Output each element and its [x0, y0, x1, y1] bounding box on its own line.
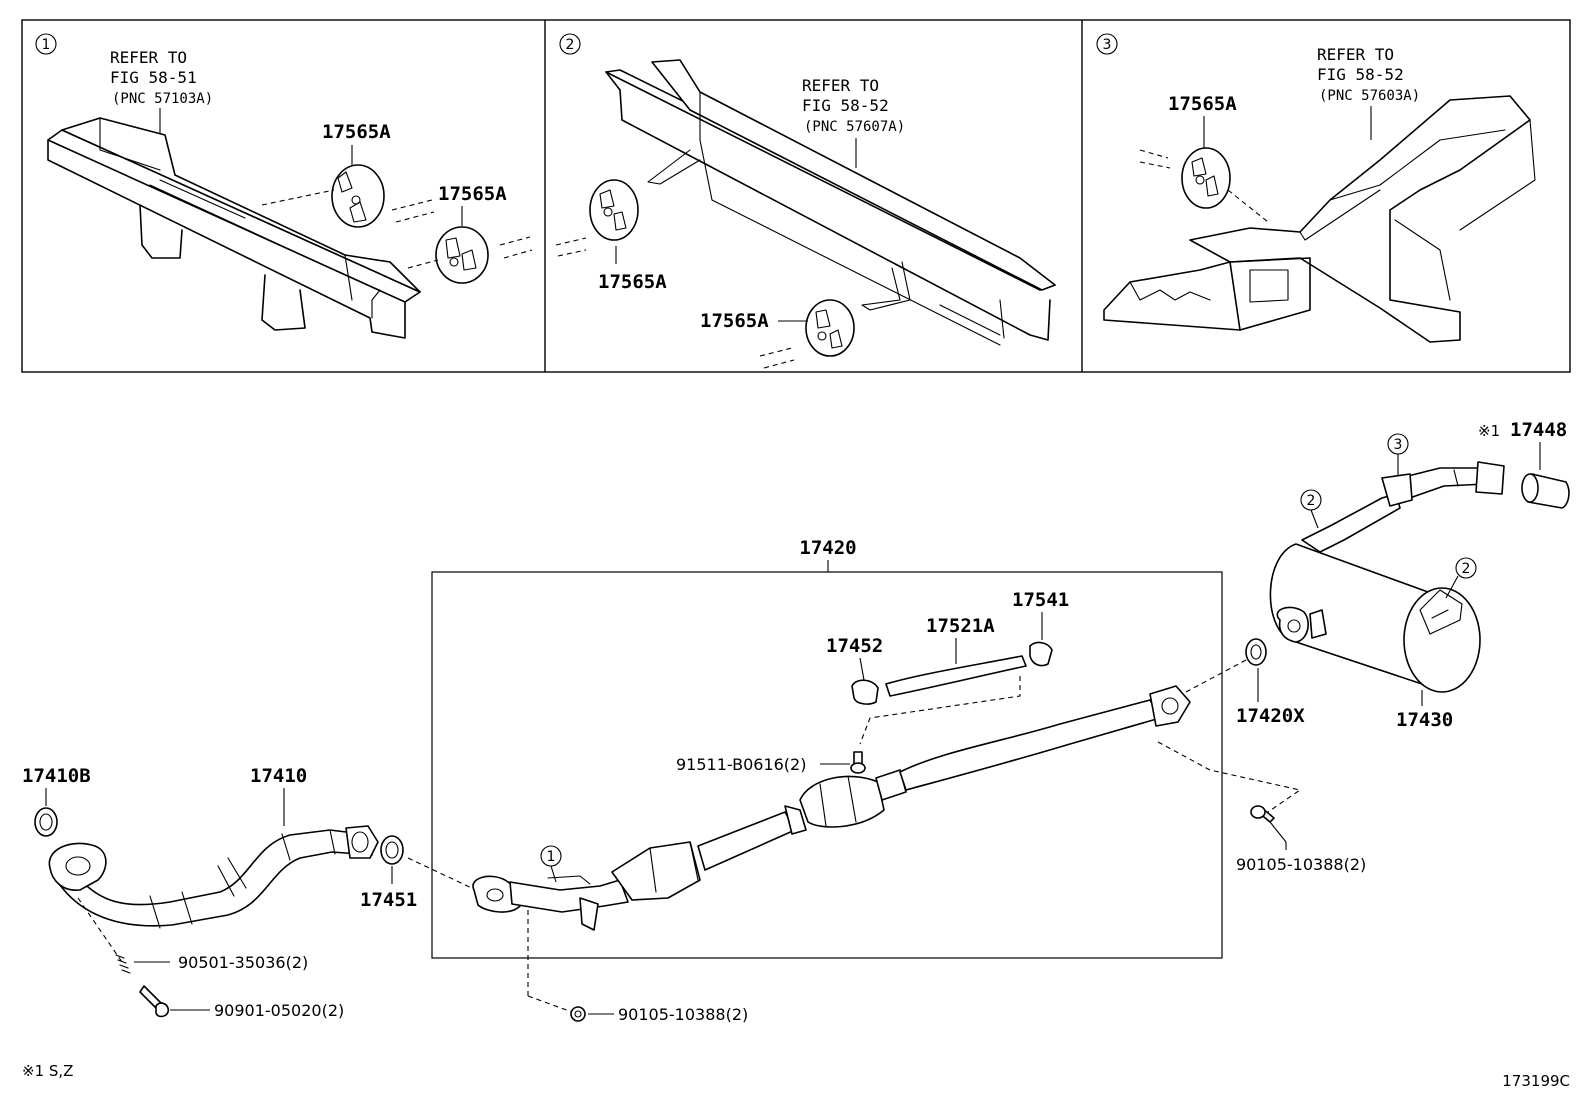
label-17410b: 17410B	[22, 765, 91, 787]
callout-2b: 2	[1462, 561, 1471, 577]
center-pipe-catalyst	[472, 685, 1191, 931]
panel-1-mount-a	[331, 164, 385, 228]
label-17448: 17448	[1510, 419, 1567, 441]
panel-1-frame-rail	[47, 117, 421, 339]
panels-frame	[21, 19, 1571, 373]
label-90105-right: 90105-10388(2)	[1236, 855, 1366, 874]
label-17541: 17541	[1012, 589, 1069, 611]
assembly-17420: 17420	[431, 537, 1223, 959]
bolt-90105-lower	[570, 1006, 586, 1022]
gasket-17420x	[1245, 638, 1267, 666]
panel-3-crossmember	[1103, 95, 1536, 343]
callout-1: 1	[547, 849, 556, 865]
callout-3: 3	[1394, 437, 1403, 453]
panel-1-number-circle	[35, 33, 57, 55]
panel-2-number: 2	[566, 37, 575, 53]
label-91511: 91511-B0616(2)	[676, 755, 806, 774]
diagram-code: 173199C	[1502, 1072, 1570, 1090]
label-17420x: 17420X	[1236, 705, 1305, 727]
panel-2-label-b: 17565A	[700, 310, 769, 332]
mark-17448: ※1	[1478, 422, 1500, 440]
clamp-17541	[1029, 641, 1053, 667]
panel-1-label-b: 17565A	[438, 183, 507, 205]
panel-2-fig: FIG 58-52	[802, 96, 889, 115]
heat-insulator-17521a	[885, 655, 1027, 697]
label-90501: 90501-35036(2)	[178, 953, 308, 972]
label-17521a: 17521A	[926, 615, 995, 637]
footnote: ※1 S,Z	[22, 1062, 73, 1080]
label-90901: 90901-05020(2)	[214, 1001, 344, 1020]
panel-1-label-a: 17565A	[322, 121, 391, 143]
panel-1-mount-b	[435, 226, 489, 284]
label-90105-lower: 90105-10388(2)	[618, 1005, 748, 1024]
panel-3-refer-to: REFER TO	[1317, 45, 1394, 64]
label-17451: 17451	[360, 889, 417, 911]
panel-3-label-a: 17565A	[1168, 93, 1237, 115]
gasket-17410b	[34, 807, 58, 837]
front-pipe-17410	[48, 825, 379, 929]
muffler-17430	[1269, 461, 1505, 693]
tail-tip-17448	[1521, 473, 1570, 509]
spring-90501	[115, 954, 131, 974]
clamp-17452	[851, 679, 879, 705]
panel-1-fig: FIG 58-51	[110, 68, 197, 87]
panel-2: 2 REFER TO FIG 58-52 (PNC 57607A) 17565A	[555, 33, 1056, 369]
label-17410: 17410	[250, 765, 307, 787]
bolt-91511	[850, 751, 866, 774]
panel-2-refer-to: REFER TO	[802, 76, 879, 95]
stud-90901	[139, 985, 170, 1018]
panel-3-mount	[1181, 147, 1231, 209]
panel-1-refer-to: REFER TO	[110, 48, 187, 67]
panel-2-number-circle	[559, 33, 581, 55]
panel-3: 3 REFER TO FIG 58-52 (PNC 57603A) 17565A	[1096, 33, 1536, 343]
panel-2-mount-b	[805, 299, 855, 357]
panel-3-pnc: (PNC 57603A)	[1319, 88, 1420, 104]
panel-3-fig: FIG 58-52	[1317, 65, 1404, 84]
label-17430: 17430	[1396, 709, 1453, 731]
panel-3-number-circle	[1096, 33, 1118, 55]
panel-2-label-a: 17565A	[598, 271, 667, 293]
panel-1: 1 REFER TO FIG 58-51 (PNC 57103A) 17565A	[35, 33, 533, 339]
callout-2b-circle	[1455, 557, 1477, 579]
gasket-17451	[380, 835, 404, 865]
panel-2-mount-a	[589, 179, 639, 241]
panel-2-frame-rail	[605, 59, 1056, 346]
callout-2a: 2	[1307, 493, 1316, 509]
panel-1-number: 1	[42, 37, 51, 53]
panel-1-pnc: (PNC 57103A)	[112, 91, 213, 107]
bolt-90105-right	[1250, 805, 1275, 823]
assembly-17420-box	[431, 571, 1223, 959]
panel-2-pnc: (PNC 57607A)	[804, 119, 905, 135]
panel-3-number: 3	[1103, 37, 1112, 53]
label-17420: 17420	[799, 537, 856, 559]
label-17452: 17452	[826, 635, 883, 657]
detail-panels	[21, 19, 1571, 373]
